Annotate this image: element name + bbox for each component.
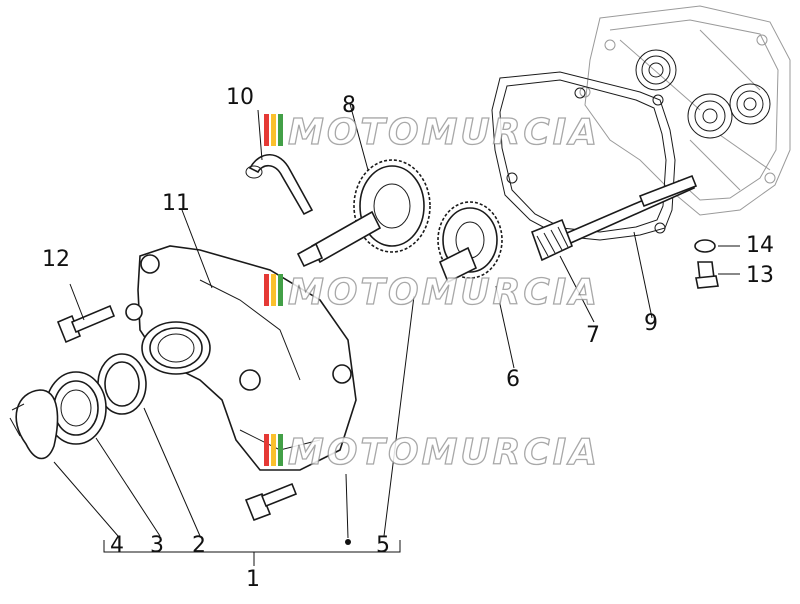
watermark-text-top: MOTOMURCIA — [288, 112, 600, 153]
callout-9: 9 — [644, 311, 658, 336]
leader-lines — [53, 103, 740, 566]
cover-bolt-upper — [56, 304, 116, 344]
callout-14: 14 — [746, 233, 774, 258]
callout-2: 2 — [192, 533, 206, 558]
callout-4: 4 — [110, 533, 124, 558]
callout-8: 8 — [342, 93, 356, 118]
bearing-3 — [45, 371, 107, 445]
drain-plug — [694, 239, 719, 289]
watermark-top: MOTOMURCIA — [264, 111, 600, 154]
callout-6: 6 — [506, 367, 520, 392]
cover-bolt-lower — [244, 482, 298, 522]
callout-7: 7 — [586, 323, 600, 348]
group-marker-dot — [345, 539, 351, 545]
case-bearing-1 — [635, 49, 677, 91]
large-gear — [296, 159, 431, 268]
callout-13: 13 — [746, 263, 774, 288]
case-bearing-3 — [729, 83, 771, 125]
watermark-bottom: MOTOMURCIA — [264, 431, 600, 474]
callout-5: 5 — [376, 533, 390, 558]
callout-10: 10 — [226, 85, 254, 110]
circlip-4 — [9, 389, 59, 460]
callout-12: 12 — [42, 247, 70, 272]
medium-gear — [437, 201, 503, 284]
transmission-cover — [125, 245, 357, 471]
watermark-text-middle: MOTOMURCIA — [288, 272, 600, 313]
callout-11: 11 — [162, 191, 190, 216]
breather-pipe — [245, 153, 314, 216]
watermark-text-bottom: MOTOMURCIA — [288, 432, 600, 473]
case-bearing-2 — [687, 93, 733, 139]
watermark-middle: MOTOMURCIA — [264, 271, 600, 314]
callout-1: 1 — [246, 567, 260, 592]
callout-3: 3 — [150, 533, 164, 558]
drive-shaft — [530, 174, 698, 262]
gasket — [491, 71, 676, 241]
seal-ring-2 — [97, 353, 147, 415]
